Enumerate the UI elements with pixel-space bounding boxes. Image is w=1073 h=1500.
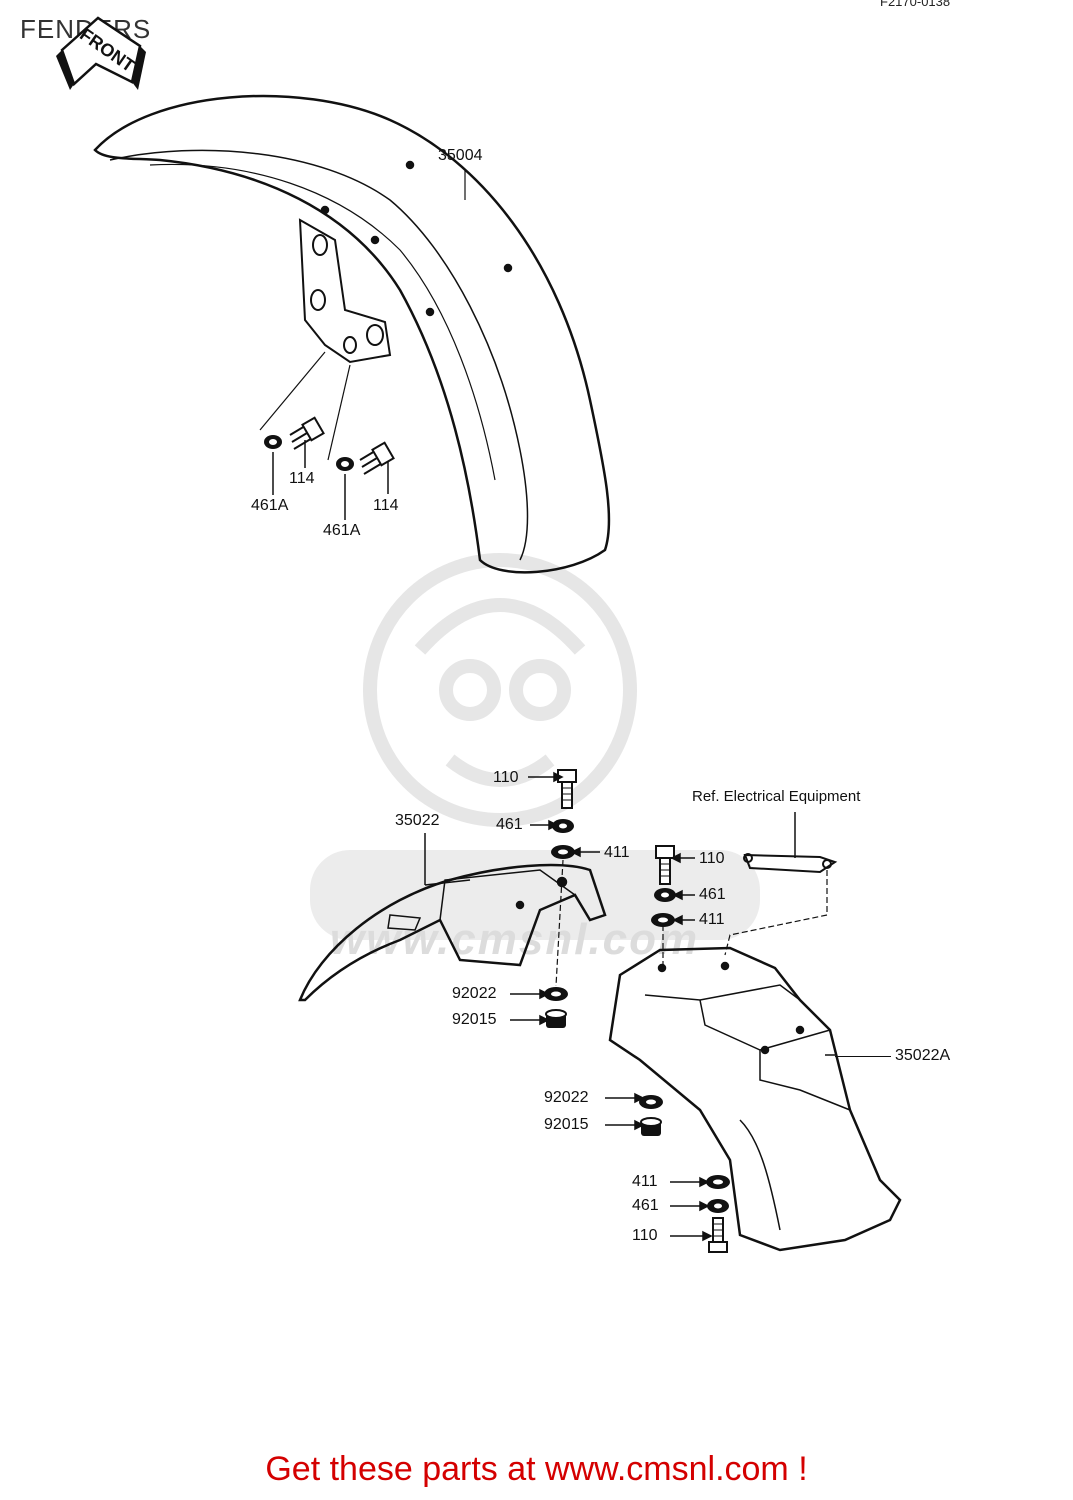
nut-92015-b-icon [640,1117,662,1136]
washer-411-b-icon [651,913,675,927]
nut-461-c-icon [707,1199,729,1213]
label-92022-b: 92022 [544,1089,589,1106]
fender-bracket [298,218,392,364]
watermark-logo [310,553,760,940]
label-ref-electrical: Ref. Electrical Equipment [692,788,861,805]
washer-92022-b-icon [639,1095,663,1109]
label-110-b: 110 [699,850,725,867]
label-114-b: 114 [373,497,399,514]
label-35022a: 35022A [895,1047,951,1064]
label-114-a: 114 [289,470,315,487]
label-411-b: 411 [699,911,725,928]
diagram-code: F2170-0138 [880,0,951,9]
rear-inner-fender [298,863,607,1002]
electrical-bracket [743,812,838,874]
label-411-a: 411 [604,844,630,861]
nut-461-b-icon [654,888,676,902]
washer-411-a-icon [551,845,575,859]
label-92015-a: 92015 [452,1011,497,1028]
bolt-110-a-icon [557,769,577,809]
front-fender [93,94,611,574]
washer-411-c-icon [706,1175,730,1189]
label-35022: 35022 [395,812,440,829]
label-461a-b: 461A [323,522,361,539]
nut-461a-a-icon [264,435,282,449]
rear-fender [608,946,902,1252]
label-461-c: 461 [632,1197,659,1214]
leader-35022a [835,1056,891,1057]
watermark-text: www.cmsnl.com [330,915,700,964]
nut-461a-b-icon [336,457,354,471]
bolt-110-c-icon [708,1217,728,1253]
label-461-a: 461 [496,816,523,833]
front-arrow-icon [56,16,146,90]
parts-diagram [56,16,902,1253]
label-110-c: 110 [632,1227,658,1244]
label-92022-a: 92022 [452,985,497,1002]
washer-92022-a-icon [544,987,568,1001]
footer-link[interactable]: Get these parts at www.cmsnl.com ! [265,1450,808,1488]
bolt-114-a-icon [289,416,325,450]
label-461-b: 461 [699,886,726,903]
label-110-a: 110 [493,769,519,786]
bolt-110-b-icon [655,845,675,885]
label-35004: 35004 [438,147,483,164]
label-92015-b: 92015 [544,1116,589,1133]
bolt-114-b-icon [359,441,395,475]
nut-461-a-icon [552,819,574,833]
label-411-c: 411 [632,1173,658,1190]
nut-92015-a-icon [545,1009,567,1028]
label-461a-a: 461A [251,497,289,514]
